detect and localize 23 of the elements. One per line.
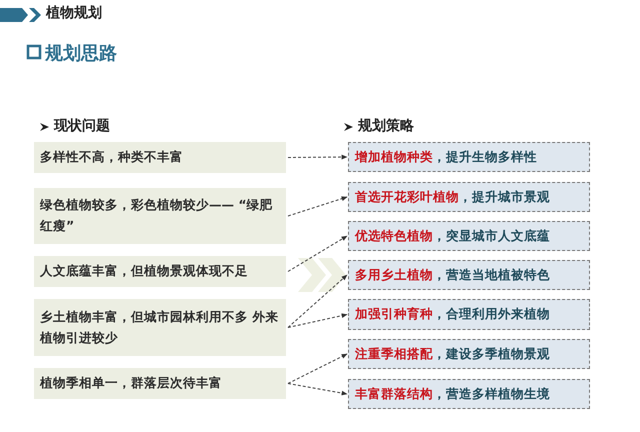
strategy-box: 首选开花彩叶植物，提升城市景观 [348, 182, 590, 212]
column-heading: 现状问题 [54, 117, 110, 135]
dashed-arrow [288, 274, 348, 328]
dashed-arrow [288, 236, 348, 272]
strategy-box: 多用乡土植物，营造当地植被特色 [348, 260, 590, 290]
dashed-arrow [288, 383, 348, 396]
strategy-box: 注重季相搭配，建设多季植物景观 [348, 339, 590, 369]
problem-box: 多样性不高，种类不丰富 [34, 142, 286, 173]
dashed-arrow [288, 354, 348, 384]
problem-box: 植物季相单一，群落层次待丰富 [34, 368, 286, 399]
dashed-arrow [288, 154, 348, 160]
problem-box: 绿色植物较多，彩色植物较少—— “绿肥红瘦” [34, 188, 286, 244]
strategy-box: 优选特色植物，突显城市人文底蕴 [348, 221, 590, 251]
dashed-arrow [288, 196, 348, 216]
problem-box: 人文底蕴丰富，但植物景观体现不足 [34, 256, 286, 287]
section-heading: 规划思路 [45, 42, 117, 65]
strategy-box: 增加植物种类，提升生物多样性 [348, 142, 590, 172]
strategy-box: 加强引种育种，合理利用外来植物 [348, 299, 590, 330]
dashed-arrow [288, 313, 348, 328]
problem-box: 乡土植物丰富，但城市园林利用不多 外来植物引进较少 [34, 299, 286, 356]
strategy-box: 丰富群落结构，营造多样植物生境 [348, 379, 590, 409]
column-heading: 规划策略 [358, 117, 414, 135]
page-title: 植物规划 [46, 4, 102, 22]
